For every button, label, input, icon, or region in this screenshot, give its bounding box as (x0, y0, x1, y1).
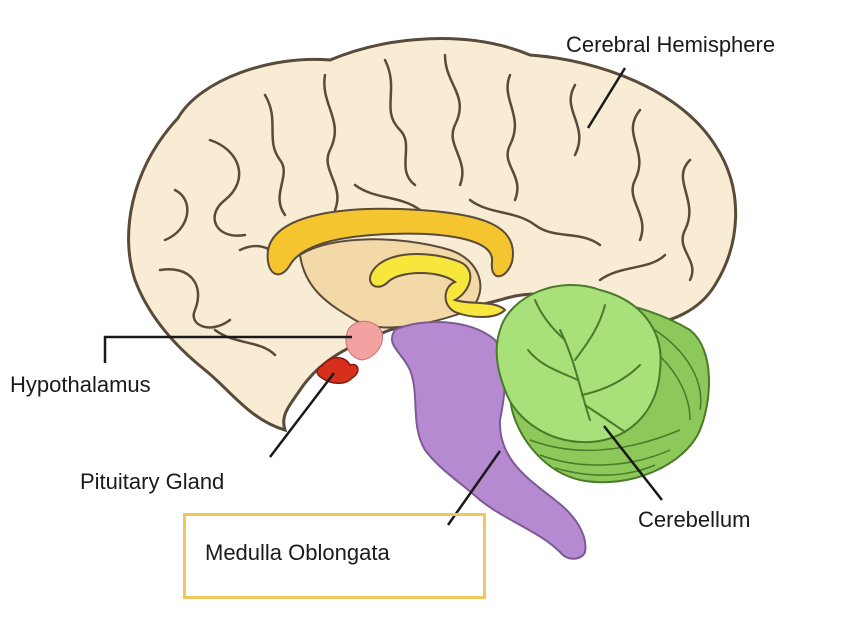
corpus-callosum (266, 207, 515, 278)
pituitary-shape (316, 356, 359, 384)
label-medulla-oblongata: Medulla Oblongata (205, 540, 390, 565)
pointer-pituitary (269, 372, 335, 458)
label-cerebellum: Cerebellum (638, 507, 751, 532)
hypothalamus-shape (345, 320, 384, 361)
pointer-lines (103, 67, 663, 526)
pointer-cerebral (586, 67, 627, 129)
fornix (369, 253, 507, 318)
label-pituitary-gland: Pituitary Gland (80, 469, 225, 494)
pointer-hypothalamus (103, 335, 352, 363)
pointer-cerebellum (603, 425, 663, 501)
label-hypothalamus: Hypothalamus (10, 372, 151, 397)
label-cerebral-hemisphere: Cerebral Hemisphere (566, 32, 776, 57)
highlight-box (183, 513, 486, 599)
cerebellum-lobe (495, 284, 662, 444)
pointer-medulla (446, 450, 502, 526)
arbor-vitae (527, 299, 641, 433)
